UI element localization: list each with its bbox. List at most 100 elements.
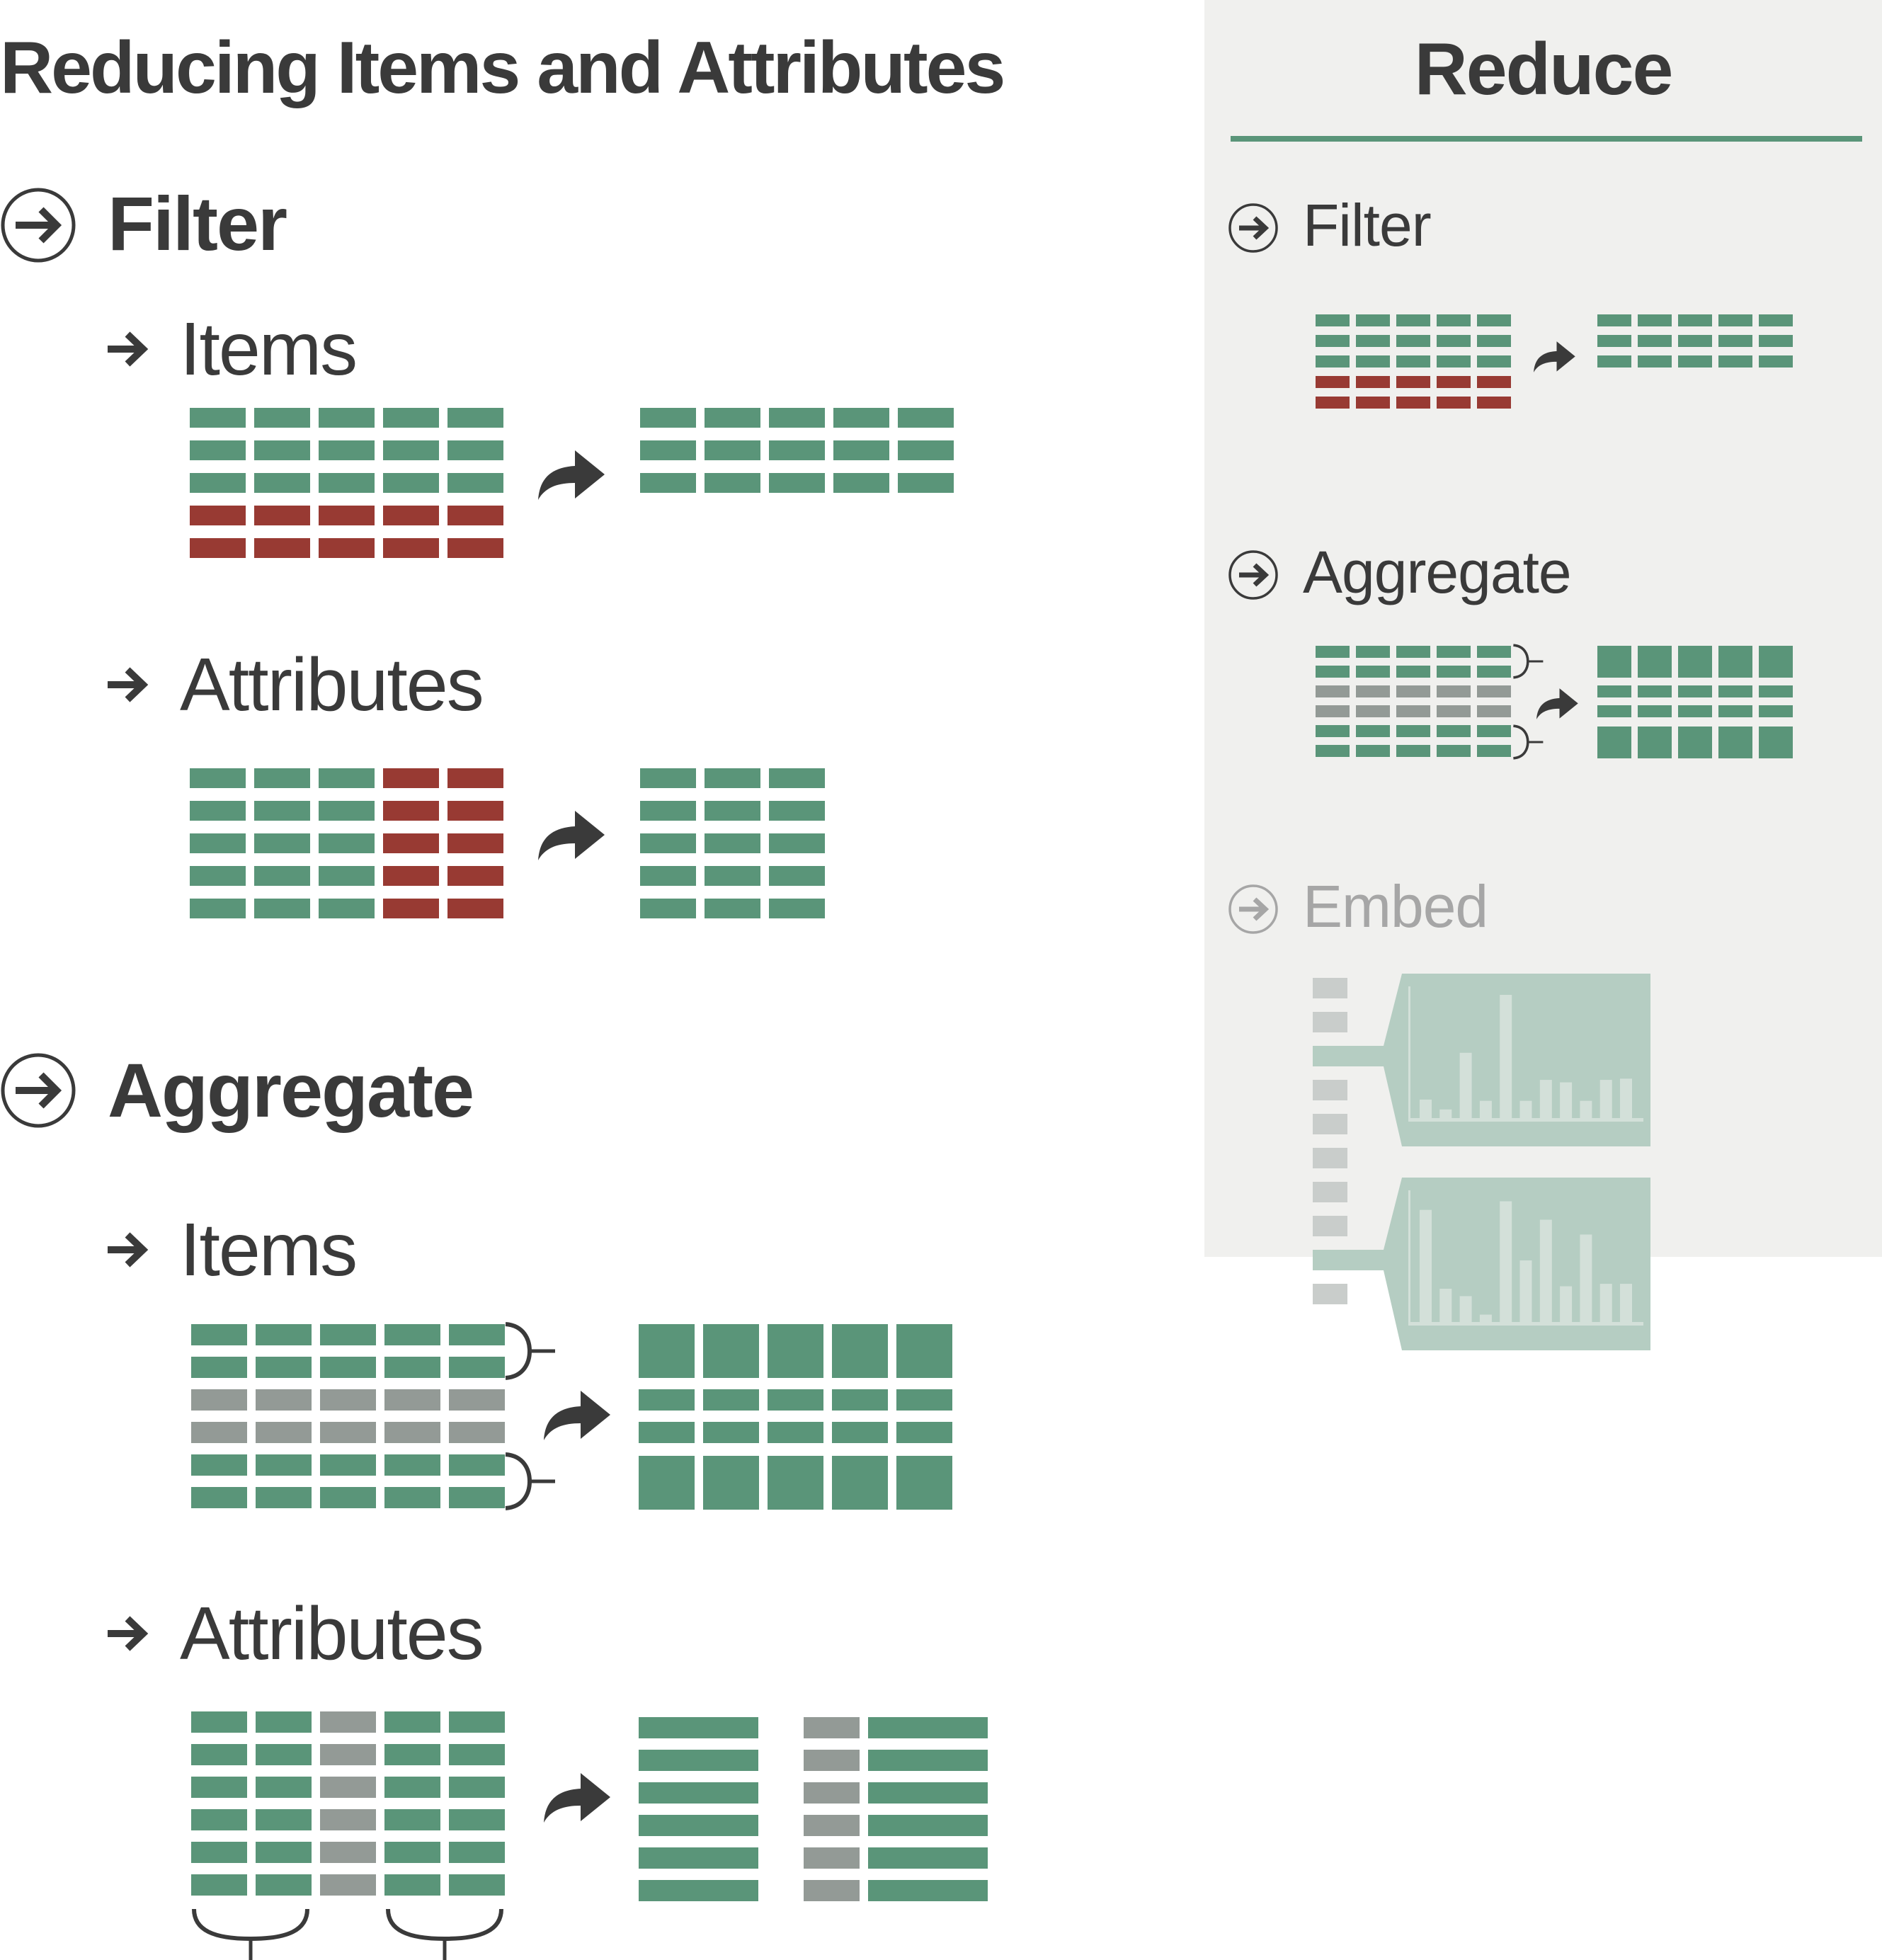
table-cell	[1437, 745, 1471, 757]
table-cell	[769, 473, 825, 493]
table-cell	[191, 1487, 247, 1508]
circle-arrow-right-icon	[1228, 550, 1278, 600]
table-cell	[1477, 666, 1511, 678]
table-cell	[1638, 685, 1672, 697]
table-cell	[384, 1842, 440, 1863]
table-cell	[256, 1744, 312, 1765]
table-cell	[384, 1454, 440, 1476]
subsection-heading-filter-attributes: Attributes	[180, 643, 484, 727]
table-cell	[1638, 705, 1672, 717]
table-cell	[769, 866, 825, 886]
table-cell	[1597, 314, 1631, 326]
table-cell	[1477, 745, 1511, 757]
table-cell	[768, 1456, 823, 1510]
table-cell	[449, 1711, 505, 1733]
table-cell	[896, 1456, 952, 1510]
table-cell	[1316, 745, 1350, 757]
transform-arrow-icon	[538, 811, 605, 860]
table-cell	[639, 1456, 695, 1510]
table-cell	[447, 440, 503, 460]
panel-item-embed: Embed	[1303, 873, 1488, 940]
table-cell	[254, 866, 310, 886]
table-cell	[383, 408, 439, 428]
table-cell	[254, 801, 310, 821]
table-cell	[320, 1487, 376, 1508]
group-bracket-icon	[505, 1452, 555, 1510]
table-cell	[320, 1744, 376, 1765]
table-cell	[449, 1487, 505, 1508]
subsection-heading-aggregate-items: Items	[180, 1208, 358, 1292]
table-cell	[383, 801, 439, 821]
table-cell	[320, 1809, 376, 1830]
table-cell	[320, 1357, 376, 1378]
table-cell	[1477, 646, 1511, 658]
table-cell	[640, 833, 696, 853]
table-cell	[639, 1847, 758, 1869]
table-cell	[447, 473, 503, 493]
table-cell	[190, 899, 246, 918]
table-cell	[254, 899, 310, 918]
table-cell	[256, 1454, 312, 1476]
table-cell	[640, 899, 696, 918]
table-cell	[1678, 727, 1712, 758]
table-cell	[1597, 705, 1631, 717]
table-cell	[1313, 1080, 1347, 1100]
table-cell	[1718, 685, 1752, 697]
table-cell	[1356, 355, 1390, 368]
table-cell	[190, 538, 246, 558]
table-cell	[1477, 335, 1511, 347]
table-cell	[254, 833, 310, 853]
table-cell	[191, 1357, 247, 1378]
table-cell	[640, 473, 696, 493]
table-cell	[449, 1777, 505, 1798]
table-cell	[1356, 745, 1390, 757]
table-cell	[1437, 705, 1471, 717]
table-cell	[190, 833, 246, 853]
table-cell	[256, 1777, 312, 1798]
arrow-right-icon	[108, 1232, 149, 1267]
table-cell	[705, 899, 760, 918]
group-bracket-icon	[192, 1908, 309, 1960]
table-cell	[1437, 314, 1471, 326]
table-cell	[832, 1389, 888, 1411]
table-cell	[191, 1842, 247, 1863]
table-cell	[705, 408, 760, 428]
table-cell	[254, 768, 310, 788]
table-cell	[705, 440, 760, 460]
group-bracket-icon	[505, 1322, 555, 1380]
table-cell	[1678, 646, 1712, 678]
table-cell	[191, 1744, 247, 1765]
table-cell	[1313, 1012, 1347, 1032]
table-cell	[256, 1324, 312, 1345]
table-cell	[254, 440, 310, 460]
arrow-right-icon	[108, 667, 149, 702]
table-cell	[1396, 397, 1430, 409]
table-cell	[319, 833, 375, 853]
table-cell	[256, 1422, 312, 1443]
table-cell	[1718, 646, 1752, 678]
table-cell	[804, 1750, 860, 1771]
table-cell	[804, 1847, 860, 1869]
table-cell	[1316, 646, 1350, 658]
table-cell	[1316, 314, 1350, 326]
subsection-heading-aggregate-attributes: Attributes	[180, 1592, 484, 1675]
table-cell	[896, 1389, 952, 1411]
table-cell	[769, 833, 825, 853]
table-cell	[1597, 646, 1631, 678]
table-cell	[256, 1389, 312, 1411]
table-cell	[1477, 355, 1511, 368]
table-cell	[639, 1422, 695, 1443]
table-cell	[639, 1815, 758, 1836]
table-cell	[868, 1847, 988, 1869]
table-cell	[254, 506, 310, 525]
table-cell	[1477, 685, 1511, 697]
table-cell	[1316, 725, 1350, 737]
table-cell	[1313, 1250, 1352, 1270]
table-cell	[1316, 397, 1350, 409]
table-cell	[447, 899, 503, 918]
table-cell	[190, 440, 246, 460]
table-cell	[447, 833, 503, 853]
table-cell	[1356, 685, 1390, 697]
transform-arrow-icon	[544, 1773, 610, 1823]
table-cell	[1678, 335, 1712, 347]
